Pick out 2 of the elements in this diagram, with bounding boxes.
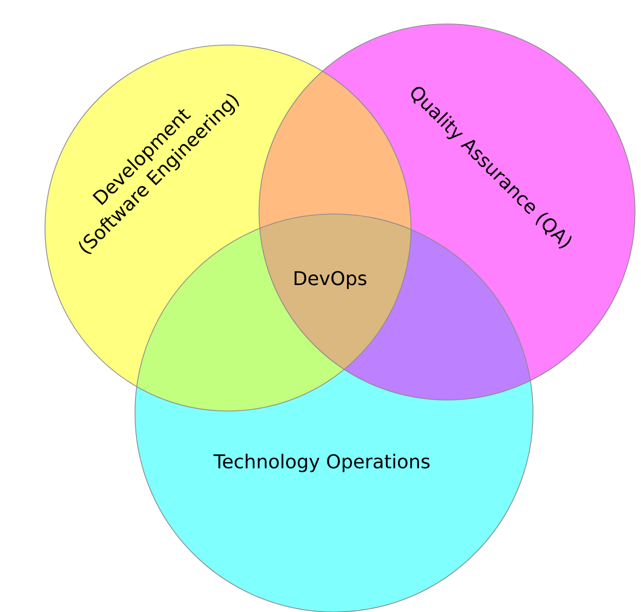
circle-label: Technology Operations [213, 454, 430, 472]
center-label: DevOps [294, 270, 366, 290]
